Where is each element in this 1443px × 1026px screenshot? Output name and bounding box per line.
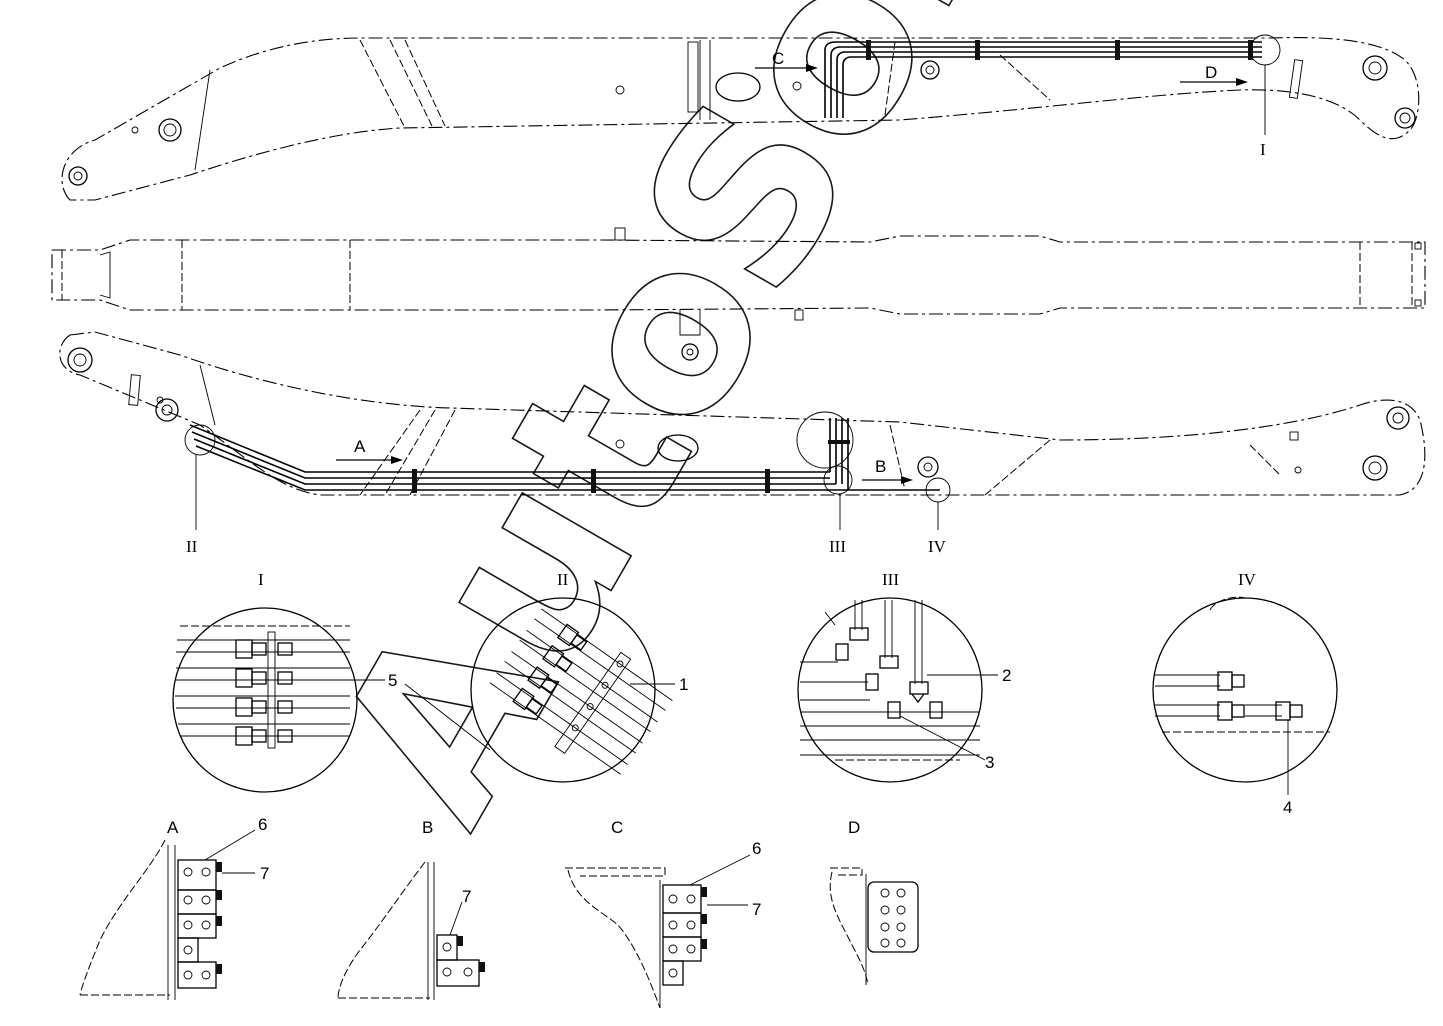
svg-text:AutoSoft: AutoSoft — [286, 0, 1089, 862]
view-B: B 7 — [337, 818, 485, 1000]
callout-IV: IV — [928, 537, 947, 556]
boom-plan-view — [51, 227, 1426, 361]
detail-III: III 2 3 — [797, 570, 1011, 783]
callout-II: II — [186, 537, 198, 556]
part-number-5: 5 — [388, 671, 397, 690]
watermark: AutoSoft — [286, 0, 1091, 863]
view-title-A: A — [167, 818, 179, 837]
view-title-D: D — [848, 818, 860, 837]
detail-title-I: I — [258, 570, 264, 589]
view-A: A 6 7 — [79, 815, 269, 1000]
part-number-6-A: 6 — [258, 815, 267, 834]
callout-A: A — [354, 437, 366, 456]
view-title-B: B — [422, 818, 433, 837]
part-number-7-C: 7 — [752, 900, 761, 919]
detail-title-IV: IV — [1238, 570, 1257, 589]
part-number-4: 4 — [1283, 798, 1292, 817]
boom-side-view-bottom: A B II III IV — [59, 331, 1426, 556]
view-D: D — [829, 818, 919, 986]
callout-III: III — [829, 537, 846, 556]
detail-title-II: II — [557, 570, 569, 589]
detail-II: II 1 — [470, 570, 688, 783]
view-title-C: C — [611, 818, 623, 837]
part-number-7-A: 7 — [260, 864, 269, 883]
pipes-top — [824, 40, 1262, 118]
detail-IV: IV 4 — [1152, 570, 1338, 817]
part-number-2: 2 — [1002, 666, 1011, 685]
view-C: C 6 7 — [565, 818, 761, 1009]
part-number-3: 3 — [985, 753, 994, 772]
detail-title-III: III — [882, 570, 899, 589]
callout-C: C — [772, 49, 784, 68]
boom-side-view-top: C D I — [61, 34, 1420, 201]
callout-B: B — [875, 457, 886, 476]
part-number-7-B: 7 — [462, 887, 471, 906]
part-number-1: 1 — [679, 675, 688, 694]
pipes-bottom — [189, 418, 940, 493]
callout-D: D — [1205, 63, 1217, 82]
detail-I: I 5 — [172, 570, 491, 793]
callout-I: I — [1260, 140, 1266, 159]
part-number-6-C: 6 — [752, 839, 761, 858]
